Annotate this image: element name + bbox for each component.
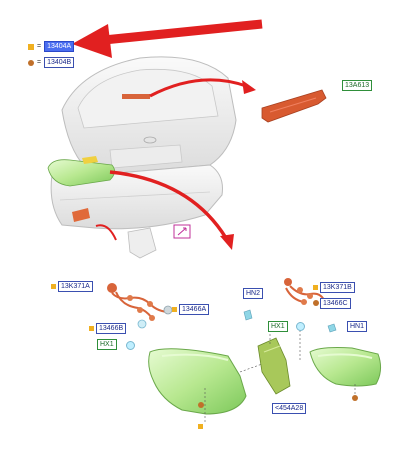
bumper-reflector-mark [72,208,90,222]
brake-light-mark [122,94,150,99]
square-icon [51,284,56,289]
circle-icon [198,402,204,408]
label-13A613[interactable]: 13A613 [342,80,373,91]
label-HN2[interactable]: HN2 [243,288,264,299]
left-bulb-holder [137,305,173,329]
label-13K371B[interactable]: 13K371B [320,282,355,293]
right-harness [284,278,325,305]
lamp-marker [82,156,98,164]
legend-equals: = [37,59,42,66]
square-icon [172,307,177,312]
exploded-parts [107,278,382,424]
right-tail-lamp-assembly [309,347,382,387]
circle-icon [313,300,319,306]
red-arrows [72,19,263,250]
label-13K371A[interactable]: 13K371A [58,281,93,292]
circle-icon [28,59,34,66]
left-tail-lamp-assembly [148,348,247,415]
legend-row-circle: = 13404B [28,57,75,68]
label-13466C[interactable]: 13466C [320,298,351,309]
left-harness [107,283,171,321]
legend-row-square: = 13404A [28,41,75,52]
square-icon [28,43,34,50]
square-icon [198,424,203,429]
label-454A28[interactable]: <454A28 [272,403,307,414]
brake-light-part [261,89,327,123]
label-hx1-right[interactable]: HX1 [268,321,288,332]
circle-icon [352,395,358,401]
legend-equals: = [37,43,42,50]
label-hx1-left[interactable]: HX1 [97,339,117,350]
square-icon [313,285,318,290]
hn2-clip [243,309,253,321]
clip-icon [126,341,135,350]
clip-icon [296,322,305,331]
label-HN1[interactable]: HN1 [347,321,368,332]
car-rear-body [47,56,237,259]
label-13466A[interactable]: 13466A [179,304,210,315]
reflector-part [257,337,291,395]
legend-code-13404B[interactable]: 13404B [44,57,75,68]
legend-code-13404A[interactable]: 13404A [44,41,75,52]
square-icon [89,326,94,331]
label-13466B[interactable]: 13466B [96,323,127,334]
